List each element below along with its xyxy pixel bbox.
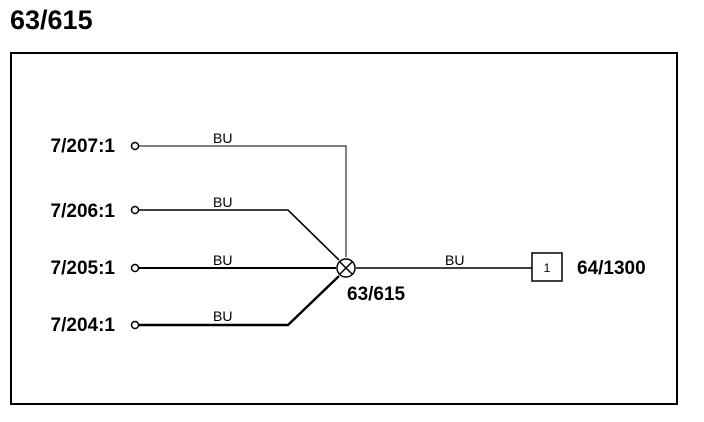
connector-pin-7-205-1[interactable] (130, 263, 140, 273)
wire-label-bu: BU (213, 308, 232, 324)
wire-7-207-1 (139, 145, 347, 257)
splice-label: 63/615 (347, 284, 406, 305)
destination-pin-box[interactable] (531, 252, 563, 282)
connector-pin-7-207-1[interactable] (130, 141, 140, 151)
destination-label: 64/1300 (577, 258, 646, 279)
splice-symbol-icon[interactable] (336, 258, 356, 278)
connector-label-7-205-1: 7/205:1 (51, 258, 116, 279)
wire-7-206-1 (139, 209, 340, 261)
connector-label-7-207-1: 7/207:1 (51, 136, 116, 157)
connector-pin-7-206-1[interactable] (130, 205, 140, 215)
wire-label-bu: BU (213, 252, 232, 268)
wire-label-bu: BU (445, 252, 464, 268)
wire-label-bu: BU (213, 130, 232, 146)
page-title: 63/615 (10, 5, 93, 35)
wire-7-204-1 (139, 275, 340, 327)
destination-pin-number: 1 (544, 261, 551, 275)
diagram-frame (10, 52, 678, 405)
connector-label-7-204-1: 7/204:1 (51, 315, 116, 336)
wire-label-bu: BU (213, 194, 232, 210)
connector-pin-7-204-1[interactable] (130, 320, 140, 330)
connector-label-7-206-1: 7/206:1 (51, 201, 116, 222)
